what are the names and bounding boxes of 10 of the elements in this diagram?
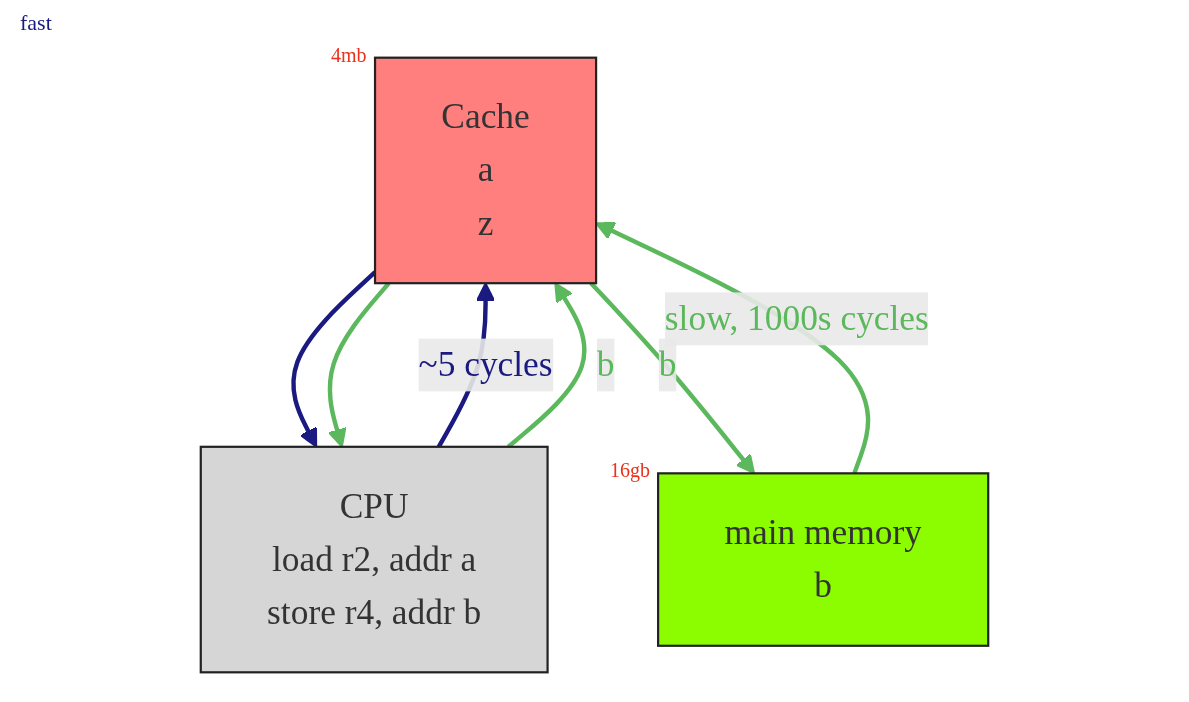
node-box: Cache a z bbox=[373, 56, 598, 285]
edge-label: b bbox=[596, 345, 615, 383]
size-note: 4mb bbox=[331, 43, 367, 67]
note-text: fast bbox=[20, 10, 52, 36]
node-box: main memory b bbox=[657, 472, 990, 647]
edge-label: slow, 1000s cycles bbox=[664, 298, 929, 337]
edge-label: b bbox=[658, 345, 677, 383]
edge-label: ~5 cycles bbox=[418, 345, 553, 383]
node-box: CPU load r2, addr a store r4, addr b bbox=[199, 445, 549, 674]
size-note: 16gb bbox=[610, 459, 651, 483]
